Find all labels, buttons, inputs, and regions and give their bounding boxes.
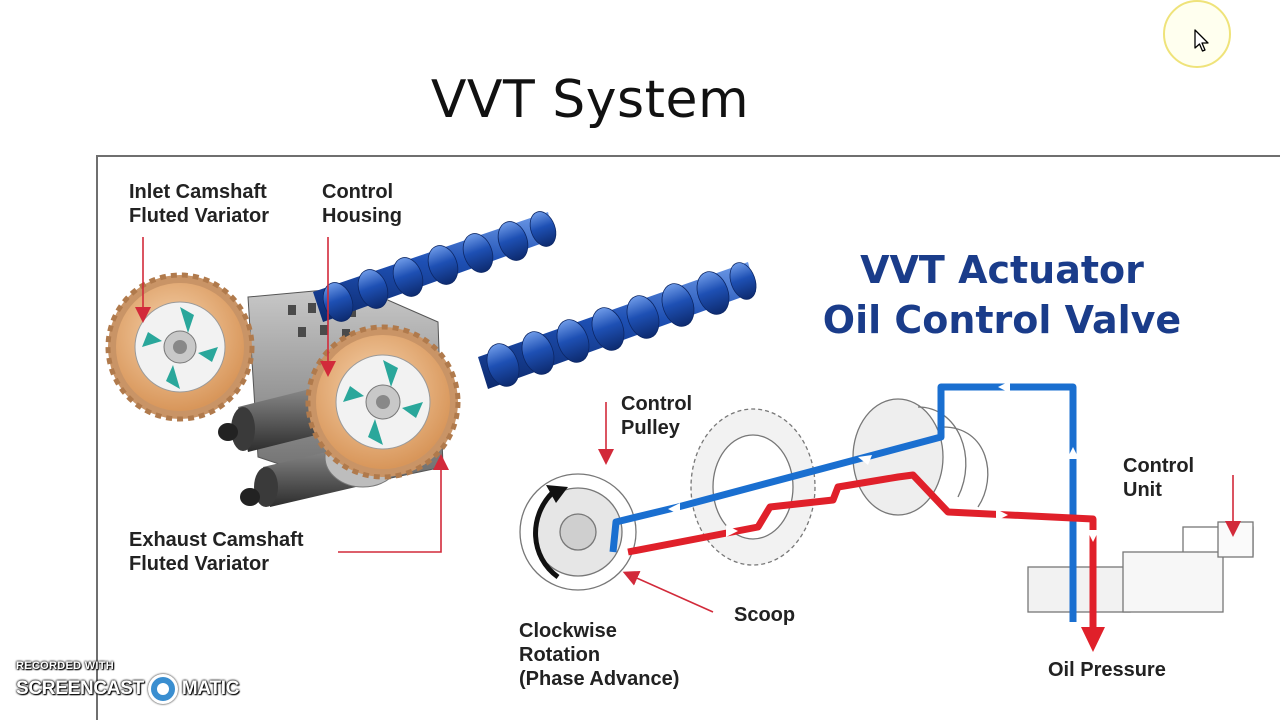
inlet-sprocket (105, 272, 255, 422)
label-oil-pressure-text: Oil Pressure (1048, 659, 1166, 681)
label-scoop-text: Scoop (734, 604, 796, 626)
diagram-heading: VVT Actuator Oil Control Valve (798, 245, 1206, 345)
vvt-diagram-illustration (105, 211, 1254, 652)
heading-line-2: Oil Control Valve (822, 298, 1182, 342)
oil-pressure-arrows (726, 509, 1099, 542)
rotation-arrow (533, 490, 560, 580)
oil-pressure-path (627, 471, 1097, 612)
label-rotation-line2: Rotation (519, 644, 601, 666)
label-control-unit: Control Unit (1123, 454, 1194, 502)
vvt-actuator-assembly (519, 398, 1254, 613)
oil-return-arrows (668, 381, 1079, 515)
label-inlet-line2: Fluted Variator (129, 205, 270, 227)
label-inlet-camshaft: Inlet Camshaft Fluted Variator (129, 180, 269, 228)
label-control-housing: Control Housing (322, 180, 402, 228)
label-unit-line2: Unit (1123, 479, 1162, 501)
slide-title: VVT System (430, 70, 750, 130)
rotation-arrowhead (546, 485, 568, 503)
label-housing-line2: Housing (322, 205, 402, 227)
label-unit-line1: Control (1123, 455, 1195, 477)
oil-return-path (609, 383, 1077, 622)
inlet-camshaft (313, 211, 557, 322)
label-exhaust-camshaft: Exhaust Camshaft Fluted Variator (129, 528, 304, 576)
left-callout-arrows (135, 237, 449, 553)
cursor-highlight (1163, 0, 1231, 68)
label-clockwise-rotation: Clockwise Rotation (Phase Advance) (519, 619, 679, 691)
label-pulley-line2: Pulley (621, 417, 680, 439)
label-scoop: Scoop (734, 603, 795, 627)
label-exhaust-line2: Fluted Variator (129, 553, 270, 575)
right-callout-arrows (598, 402, 1241, 613)
watermark-brand-left: SCREENCAST (16, 678, 144, 699)
heading-line-1: VVT Actuator (860, 248, 1144, 292)
label-pulley-line1: Control (621, 393, 693, 415)
label-rotation-line3: (Phase Advance) (519, 668, 680, 690)
screencast-watermark: RECORDED WITH SCREENCAST MATIC (16, 660, 239, 704)
label-oil-pressure: Oil Pressure (1048, 658, 1166, 682)
label-inlet-line1: Inlet Camshaft (129, 181, 267, 203)
label-exhaust-line1: Exhaust Camshaft (129, 529, 304, 551)
watermark-recorded-text: RECORDED WITH (16, 660, 115, 672)
watermark-brand: SCREENCAST MATIC (16, 674, 239, 704)
watermark-brand-right: MATIC (181, 678, 240, 699)
vvt-diagram-panel: VVT Actuator Oil Control Valve Inlet Cam… (96, 155, 1280, 720)
label-housing-line1: Control (322, 181, 394, 203)
label-rotation-line1: Clockwise (519, 620, 617, 642)
exhaust-sprocket (305, 324, 461, 480)
label-control-pulley: Control Pulley (621, 392, 692, 440)
screencast-logo-icon (147, 674, 178, 704)
exhaust-camshaft (478, 262, 757, 389)
oil-pressure-arrowhead (1081, 627, 1105, 652)
mouse-pointer-icon (1194, 29, 1209, 52)
